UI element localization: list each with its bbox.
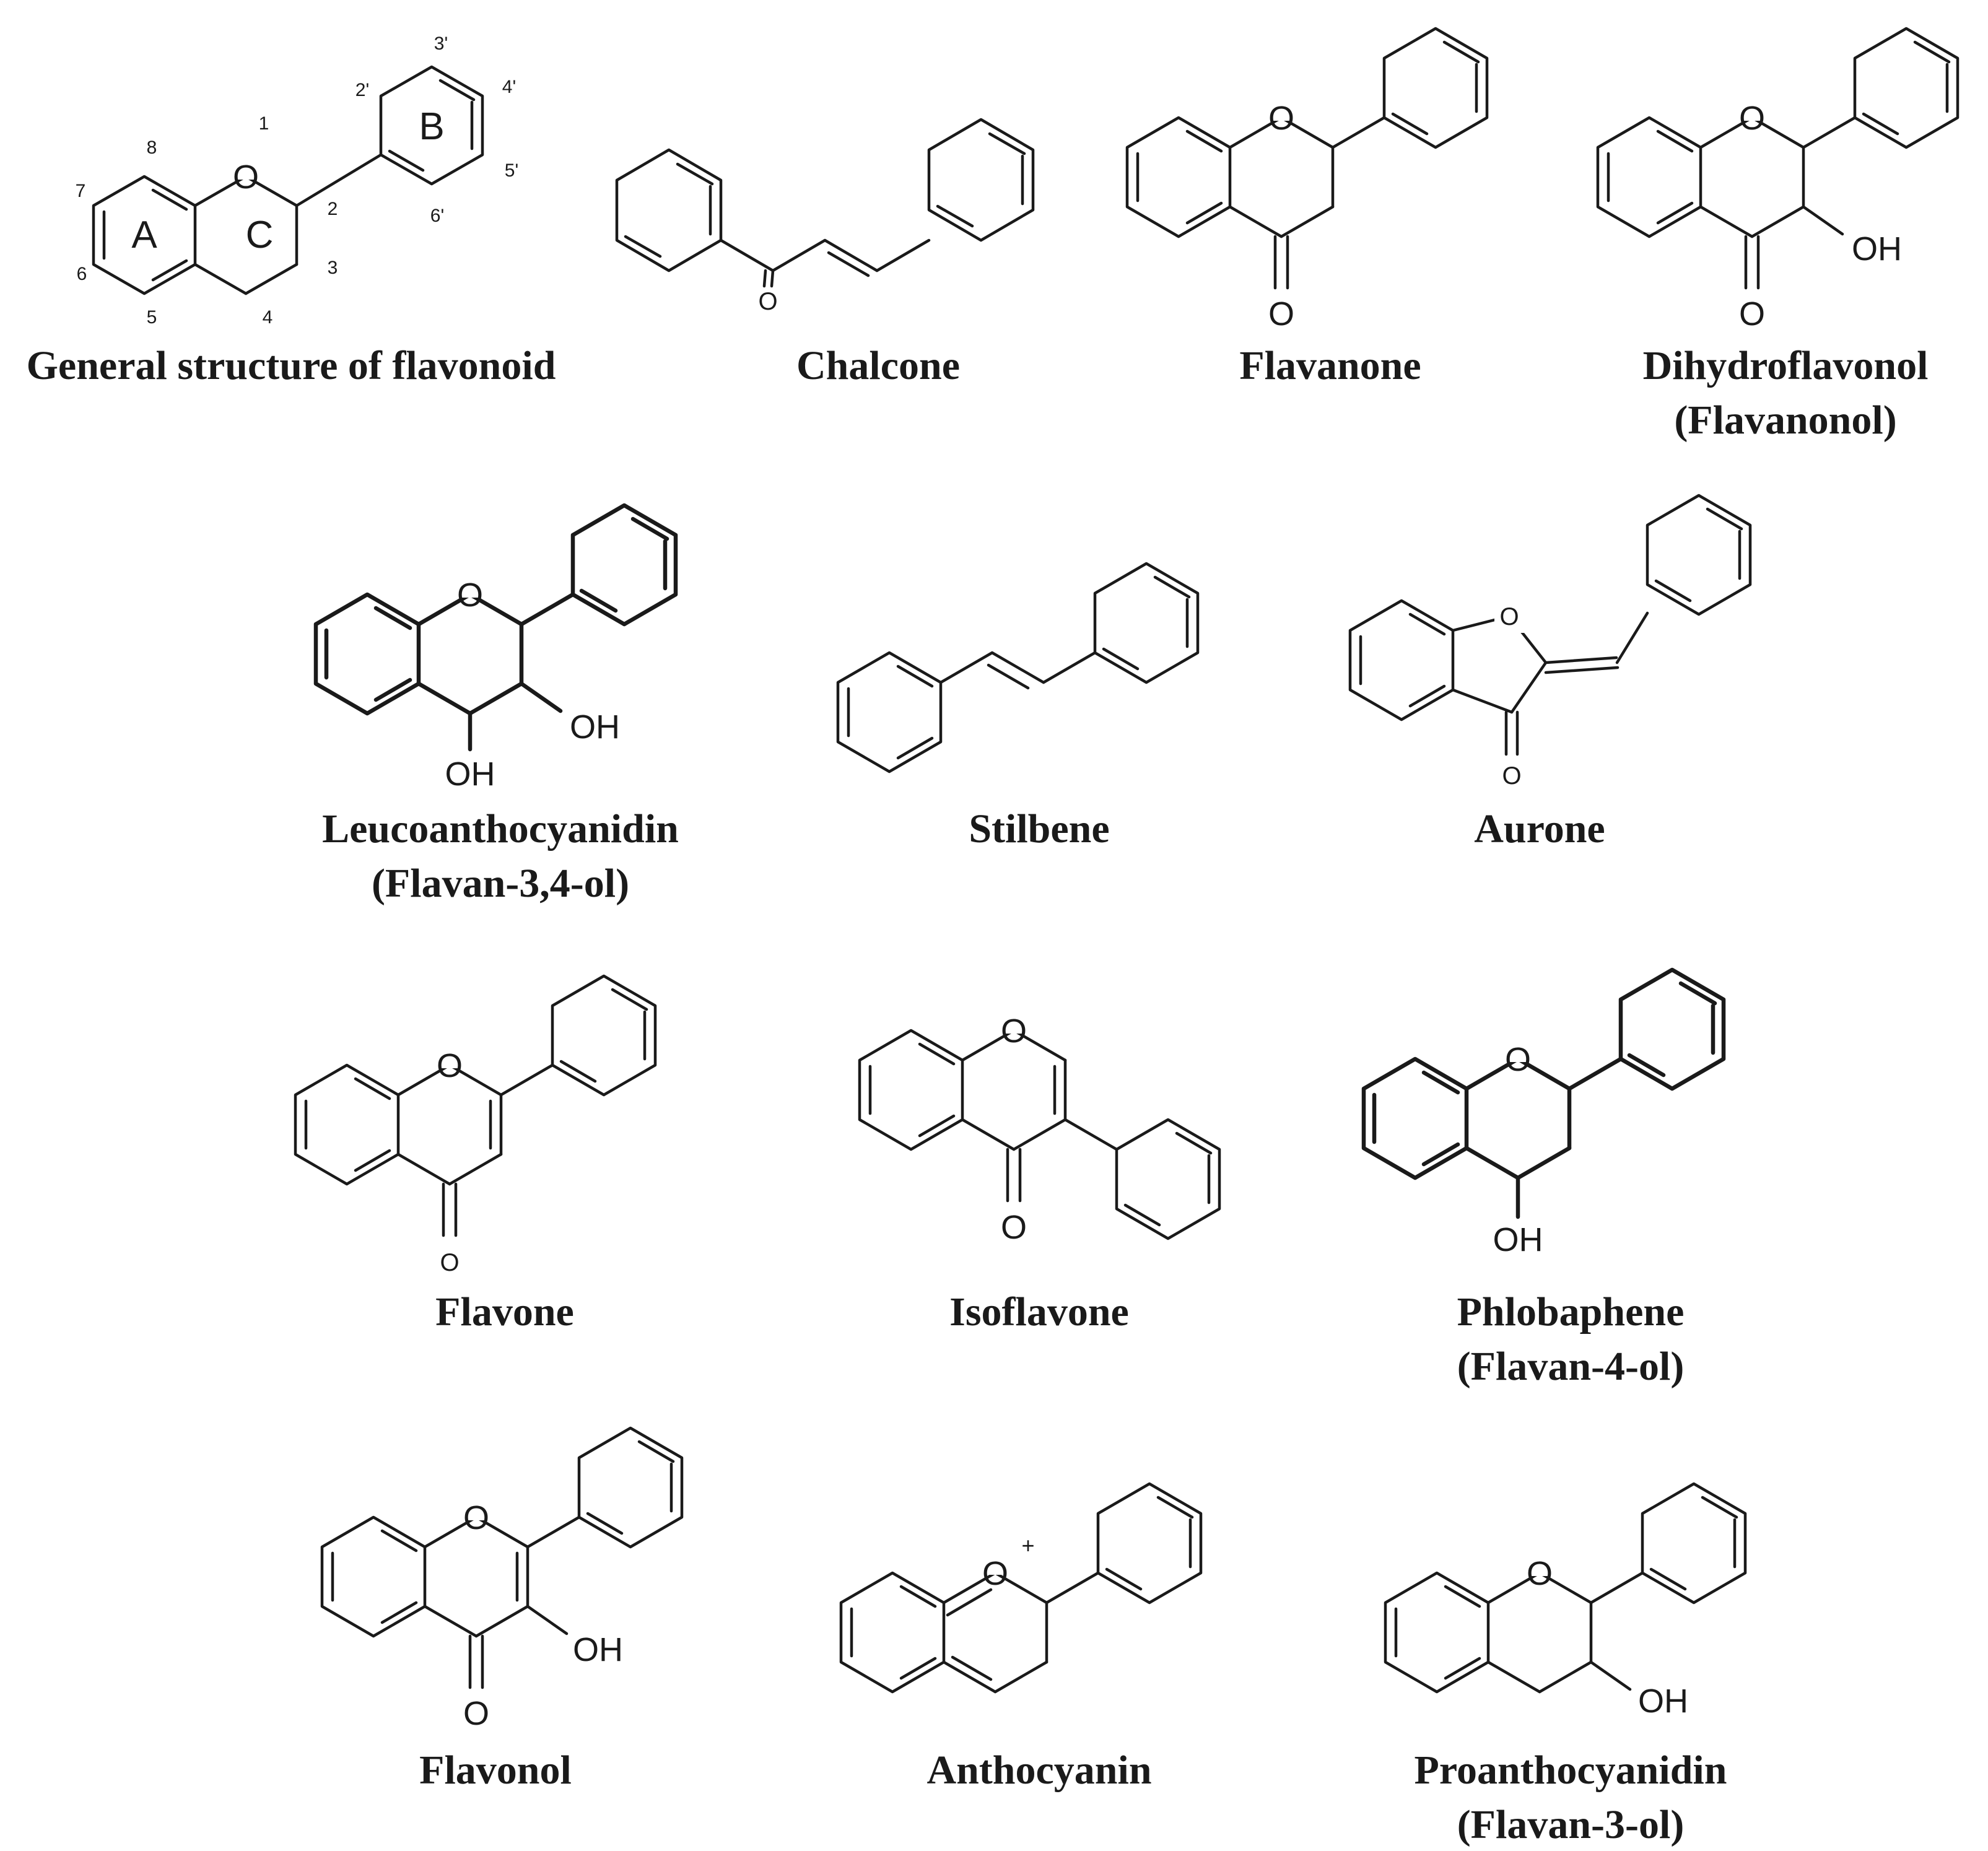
ring-oxygen-label: O: [1268, 100, 1294, 137]
caption-anthocyanin: Anthocyanin: [926, 1748, 1151, 1793]
caption-flavan-3-ol: (Flavan-3-ol): [1457, 1802, 1685, 1847]
caption-flavanone: Flavanone: [1239, 343, 1421, 388]
position-3-label: 3: [328, 258, 338, 278]
hydroxyl-4-label: OH: [445, 756, 495, 793]
carbonyl-oxygen-label: O: [1001, 1209, 1027, 1246]
flavone-bonds: [294, 974, 657, 1237]
flavone-structure: O O Flavone: [294, 974, 657, 1335]
position-7-label: 7: [76, 181, 86, 201]
stilbene-bonds: [836, 562, 1200, 773]
position-5p-label: 5': [505, 160, 518, 181]
flavonol-bonds: [320, 1426, 684, 1689]
flavonol-structure: O O OH Flavonol: [320, 1426, 684, 1793]
aurone-bonds: [1348, 494, 1752, 756]
proanthocyanidin-structure: O OH Proanthocyanidin (Flavan-3-ol): [1384, 1482, 1747, 1847]
flavanone-bonds: [1125, 27, 1489, 290]
ring-oxygen-label: O: [1499, 603, 1519, 630]
aurone-structure: O O Aurone: [1348, 494, 1752, 851]
caption-stilbene: Stilbene: [969, 806, 1109, 851]
carbonyl-oxygen-label: O: [1268, 295, 1294, 333]
position-2-label: 2: [328, 199, 338, 219]
position-5-label: 5: [147, 307, 157, 328]
caption-general-structure: General structure of flavonoid: [27, 343, 556, 388]
hydroxyl-label: OH: [1852, 230, 1902, 268]
carbonyl-oxygen-label: O: [758, 288, 777, 315]
position-4p-label: 4': [502, 77, 516, 97]
carbonyl-oxygen-label: O: [463, 1695, 489, 1732]
chalcone-bonds: [615, 118, 1035, 288]
ring-oxygen-label: O: [982, 1555, 1008, 1592]
phlobaphene-bonds: [1361, 967, 1726, 1219]
caption-chalcone: Chalcone: [796, 343, 960, 388]
hydroxyl-3-label: OH: [1638, 1683, 1688, 1720]
ring-oxygen-label: O: [1739, 100, 1765, 137]
position-4-label: 4: [263, 307, 273, 328]
caption-proanthocyanidin: Proanthocyanidin: [1415, 1748, 1727, 1793]
ring-oxygen-label: O: [437, 1047, 463, 1084]
chalcone-structure: O Chalcone: [615, 118, 1035, 388]
ring-a-label: A: [131, 214, 157, 256]
ring-oxygen-label: O: [1001, 1013, 1027, 1050]
anthocyanin-structure: O + Anthocyanin: [839, 1482, 1203, 1793]
caption-flavone: Flavone: [435, 1289, 574, 1335]
ring-oxygen-label: O: [457, 577, 483, 614]
position-8-label: 8: [147, 137, 157, 158]
ring-oxygen-label: O: [1527, 1555, 1553, 1592]
caption-flavonol: Flavonol: [419, 1748, 572, 1793]
caption-flavanonol: (Flavanonol): [1674, 398, 1896, 443]
position-2p-label: 2': [355, 80, 369, 100]
dihydroflavonol-bonds: [1596, 27, 1960, 290]
hydroxyl-4-label: OH: [1493, 1221, 1543, 1258]
leucoanthocyanidin-structure: O OH OH Leucoanthocyanidin (Flavan-3,4-o…: [313, 503, 679, 906]
position-3p-label: 3': [434, 33, 448, 54]
position-6p-label: 6': [430, 206, 444, 226]
carbonyl-oxygen-label: O: [440, 1249, 459, 1276]
ring-b-label: B: [419, 105, 444, 148]
proanthocyanidin-bonds: [1384, 1482, 1747, 1694]
caption-phlobaphene: Phlobaphene: [1457, 1289, 1685, 1335]
caption-aurone: Aurone: [1474, 806, 1605, 851]
oxonium-charge-label: +: [1021, 1533, 1034, 1558]
isoflavone-bonds: [858, 1029, 1221, 1240]
position-1-label: 1: [259, 113, 269, 134]
carbonyl-oxygen-label: O: [1739, 295, 1765, 333]
ring-oxygen-label: O: [1505, 1041, 1531, 1078]
isoflavone-structure: O O Isoflavone: [858, 996, 1221, 1335]
ring-oxygen-label: O: [463, 1499, 489, 1536]
caption-dihydroflavonol: Dihydroflavonol: [1643, 343, 1929, 388]
caption-leucoanthocyanidin: Leucoanthocyanidin: [322, 806, 679, 851]
stilbene-structure: Stilbene: [836, 562, 1200, 851]
ring-c-label: C: [246, 214, 274, 256]
leucoanthocyanidin-bonds: [313, 503, 678, 752]
carbonyl-oxygen-label: O: [1502, 762, 1521, 790]
caption-flavan-3-4-ol: (Flavan-3,4-ol): [372, 861, 629, 906]
general-structure-bonds: [92, 65, 484, 295]
hydroxyl-3-label: OH: [570, 708, 620, 746]
dihydroflavonol-structure: O O OH Dihydroflavonol (Flavanonol): [1596, 27, 1960, 443]
flavanone-structure: O O Flavanone: [1125, 27, 1489, 388]
phlobaphene-structure: O OH Phlobaphene (Flavan-4-ol): [1361, 967, 1726, 1389]
anthocyanin-bonds: [839, 1482, 1203, 1694]
ring-oxygen-label: O: [233, 159, 259, 196]
caption-flavan-4-ol: (Flavan-4-ol): [1457, 1344, 1685, 1389]
hydroxyl-3-label: OH: [573, 1631, 623, 1668]
general-structure: O A C B 1 2 3 4 5 6 7 8 2' 3' 4' 5' 6' G…: [27, 33, 556, 388]
position-6-label: 6: [77, 264, 87, 284]
caption-isoflavone: Isoflavone: [949, 1289, 1129, 1335]
